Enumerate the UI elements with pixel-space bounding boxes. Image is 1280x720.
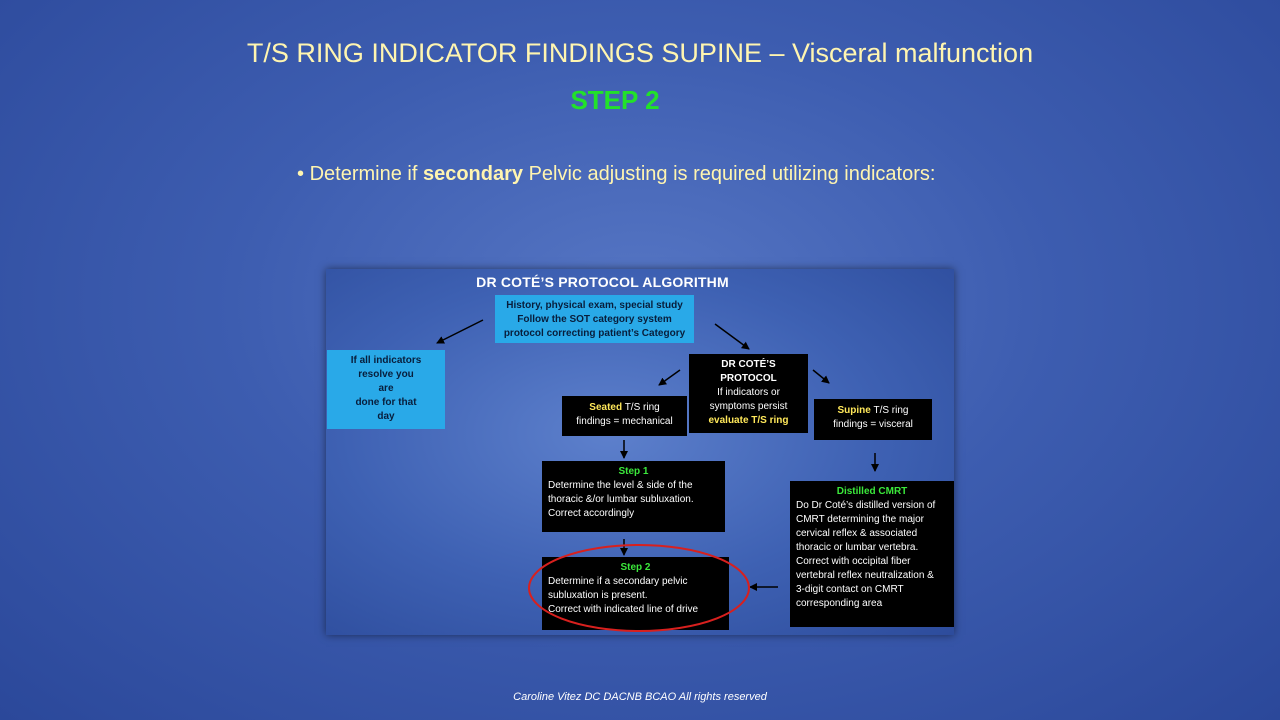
step2-line-1: Determine if a secondary pelvic bbox=[548, 576, 688, 587]
slide-title: T/S RING INDICATOR FINDINGS SUPINE – Vis… bbox=[246, 38, 1034, 68]
cmrt-line-4: thoracic or lumbar vertebra. bbox=[796, 542, 919, 553]
step1-line-1: Determine the level & side of the bbox=[548, 480, 693, 491]
history-exam-box: History, physical exam, special study Fo… bbox=[495, 295, 694, 343]
sot-category-line: Follow the SOT category system bbox=[517, 314, 672, 325]
distilled-cmrt-box: Distilled CMRT Do Dr Coté’s distilled ve… bbox=[790, 481, 954, 627]
arrow-protocol-to-seated bbox=[658, 369, 681, 386]
arrow-top-to-resolve bbox=[436, 319, 484, 344]
evaluate-ts-ring-line: evaluate T/S ring bbox=[708, 415, 789, 426]
protocol-title-1: DR COTÉ’S bbox=[721, 359, 776, 370]
supine-findings-box: Supine T/S ring findings = visceral bbox=[814, 399, 932, 440]
history-exam-line: History, physical exam, special study bbox=[506, 300, 683, 311]
bullet-text-post: Pelvic adjusting is required utilizing i… bbox=[528, 163, 936, 185]
protocol-title-2: PROTOCOL bbox=[720, 373, 777, 384]
step2-line-3: Correct with indicated line of drive bbox=[548, 604, 699, 615]
resolve-line-1: If all indicators bbox=[350, 355, 422, 366]
category-correction-line: protocol correcting patient’s Category bbox=[503, 328, 686, 339]
supine-rest: T/S ring bbox=[873, 405, 909, 416]
arrow-top-to-protocol bbox=[714, 323, 750, 350]
supine-line-2: findings = visceral bbox=[833, 419, 913, 430]
cmrt-line-1: Do Dr Coté’s distilled version of bbox=[796, 500, 936, 511]
diagram-connectors bbox=[436, 319, 879, 591]
resolve-line-3: are bbox=[378, 383, 394, 394]
protocol-algorithm-diagram: DR COTÉ’S PROTOCOL ALGORITHM History, ph… bbox=[326, 269, 954, 635]
seated-line-1: Seated T/S ring bbox=[562, 401, 687, 415]
supine-label: Supine bbox=[837, 405, 871, 416]
copyright-footer: Caroline Vitez DC DACNB BCAO All rights … bbox=[513, 691, 767, 703]
step-heading: STEP 2 bbox=[570, 85, 660, 115]
cmrt-line-6: vertebral reflex neutralization & bbox=[796, 570, 934, 581]
step2-line-2: subluxation is present. bbox=[548, 590, 648, 601]
step2-box: Step 2 Determine if a secondary pelvic s… bbox=[542, 557, 729, 630]
indicators-resolve-box: If all indicators resolve you are done f… bbox=[327, 350, 445, 429]
diagram-title: DR COTÉ’S PROTOCOL ALGORITHM bbox=[476, 274, 729, 290]
seated-rest: T/S ring bbox=[624, 402, 660, 413]
cmrt-line-3: cervical reflex & associated bbox=[796, 528, 918, 539]
step1-title: Step 1 bbox=[618, 466, 649, 477]
supine-line-1: Supine T/S ring bbox=[814, 404, 932, 418]
step2-title: Step 2 bbox=[620, 562, 651, 573]
bullet-text-pre: Determine if bbox=[309, 163, 418, 185]
bullet-text-bold: secondary bbox=[422, 163, 524, 185]
cmrt-title: Distilled CMRT bbox=[836, 486, 908, 497]
seated-line-2: findings = mechanical bbox=[576, 416, 673, 427]
resolve-line-4: done for that bbox=[355, 397, 417, 408]
seated-findings-box: Seated T/S ring findings = mechanical bbox=[562, 396, 687, 436]
step1-line-2: thoracic &/or lumbar subluxation. bbox=[548, 494, 694, 505]
cmrt-line-8: corresponding area bbox=[796, 598, 883, 609]
seated-label: Seated bbox=[589, 402, 623, 413]
step1-box: Step 1 Determine the level & side of the… bbox=[542, 461, 725, 532]
arrow-protocol-to-supine bbox=[812, 369, 830, 384]
resolve-line-5: day bbox=[377, 411, 395, 422]
cmrt-line-2: CMRT determining the major bbox=[796, 514, 925, 525]
cmrt-line-7: 3-digit contact on CMRT bbox=[796, 584, 904, 595]
bullet-point: • Determine if secondary Pelvic adjustin… bbox=[297, 163, 935, 186]
bullet-marker: • bbox=[297, 163, 305, 185]
dr-cote-protocol-box: DR COTÉ’S PROTOCOL If indicators or symp… bbox=[689, 354, 808, 433]
protocol-line-1: If indicators or bbox=[717, 387, 780, 398]
protocol-line-2: symptoms persist bbox=[709, 401, 788, 412]
step1-line-3: Correct accordingly bbox=[548, 508, 635, 519]
resolve-line-2: resolve you bbox=[358, 369, 414, 380]
cmrt-line-5: Correct with occipital fiber bbox=[796, 556, 911, 567]
